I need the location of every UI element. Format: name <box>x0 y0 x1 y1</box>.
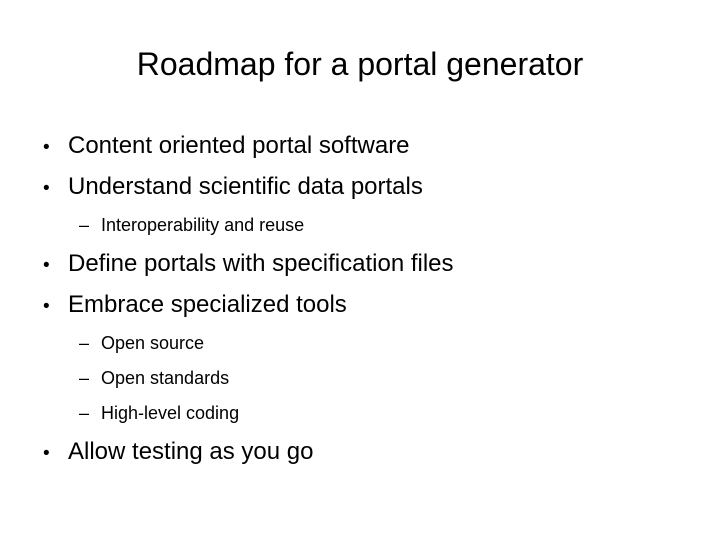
sub-list-item[interactable]: – Interoperability and reuse <box>36 208 684 243</box>
list-item-label: Define portals with specification files <box>68 250 454 277</box>
sub-list-item-label: High-level coding <box>101 403 240 423</box>
list-item[interactable]: • Allow testing as you go <box>36 432 684 473</box>
sub-list-item[interactable]: – Open source <box>36 326 684 361</box>
sub-list-item-label: Open standards <box>101 368 230 388</box>
dash-marker-icon: – <box>79 403 90 423</box>
page-title: Roadmap for a portal generator <box>136 46 584 82</box>
sub-list-item[interactable]: – High-level coding <box>36 396 684 431</box>
list-item[interactable]: • Understand scientific data portals <box>36 167 684 208</box>
list-item-label: Allow testing as you go <box>68 438 314 465</box>
dash-marker-icon: – <box>79 333 90 353</box>
bullet-marker-icon: • <box>43 137 50 158</box>
bullet-marker-icon: • <box>43 178 50 199</box>
sub-list-item-label: Open source <box>101 333 205 353</box>
bullet-list: • Content oriented portal software • Und… <box>36 126 684 473</box>
sub-list-item[interactable]: – Open standards <box>36 361 684 396</box>
list-item[interactable]: • Define portals with specification file… <box>36 244 684 285</box>
sub-list-item-label: Interoperability and reuse <box>101 215 305 235</box>
dash-marker-icon: – <box>79 368 90 388</box>
bullet-marker-icon: • <box>43 255 50 276</box>
list-item-label: Understand scientific data portals <box>68 173 423 200</box>
bullet-marker-icon: • <box>43 296 50 317</box>
dash-marker-icon: – <box>79 215 90 235</box>
list-item-label: Content oriented portal software <box>68 132 410 159</box>
list-item[interactable]: • Embrace specialized tools <box>36 285 684 326</box>
bullet-marker-icon: • <box>43 443 50 464</box>
list-item-label: Embrace specialized tools <box>68 291 347 318</box>
list-item[interactable]: • Content oriented portal software <box>36 126 684 167</box>
